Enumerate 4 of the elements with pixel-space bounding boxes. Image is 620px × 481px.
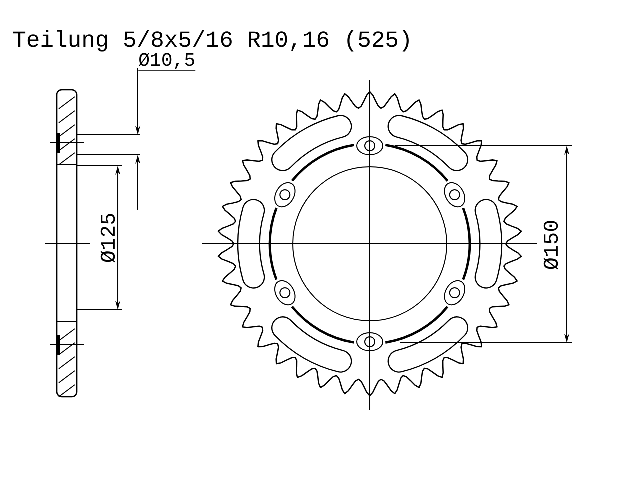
title: Teilung 5/8x5/16 R10,16 (525) bbox=[13, 30, 409, 52]
dimension-label: Ø125 bbox=[100, 214, 116, 263]
dimension-label: Ø10,5 bbox=[138, 53, 196, 71]
dimension-label: Ø150 bbox=[544, 221, 558, 270]
